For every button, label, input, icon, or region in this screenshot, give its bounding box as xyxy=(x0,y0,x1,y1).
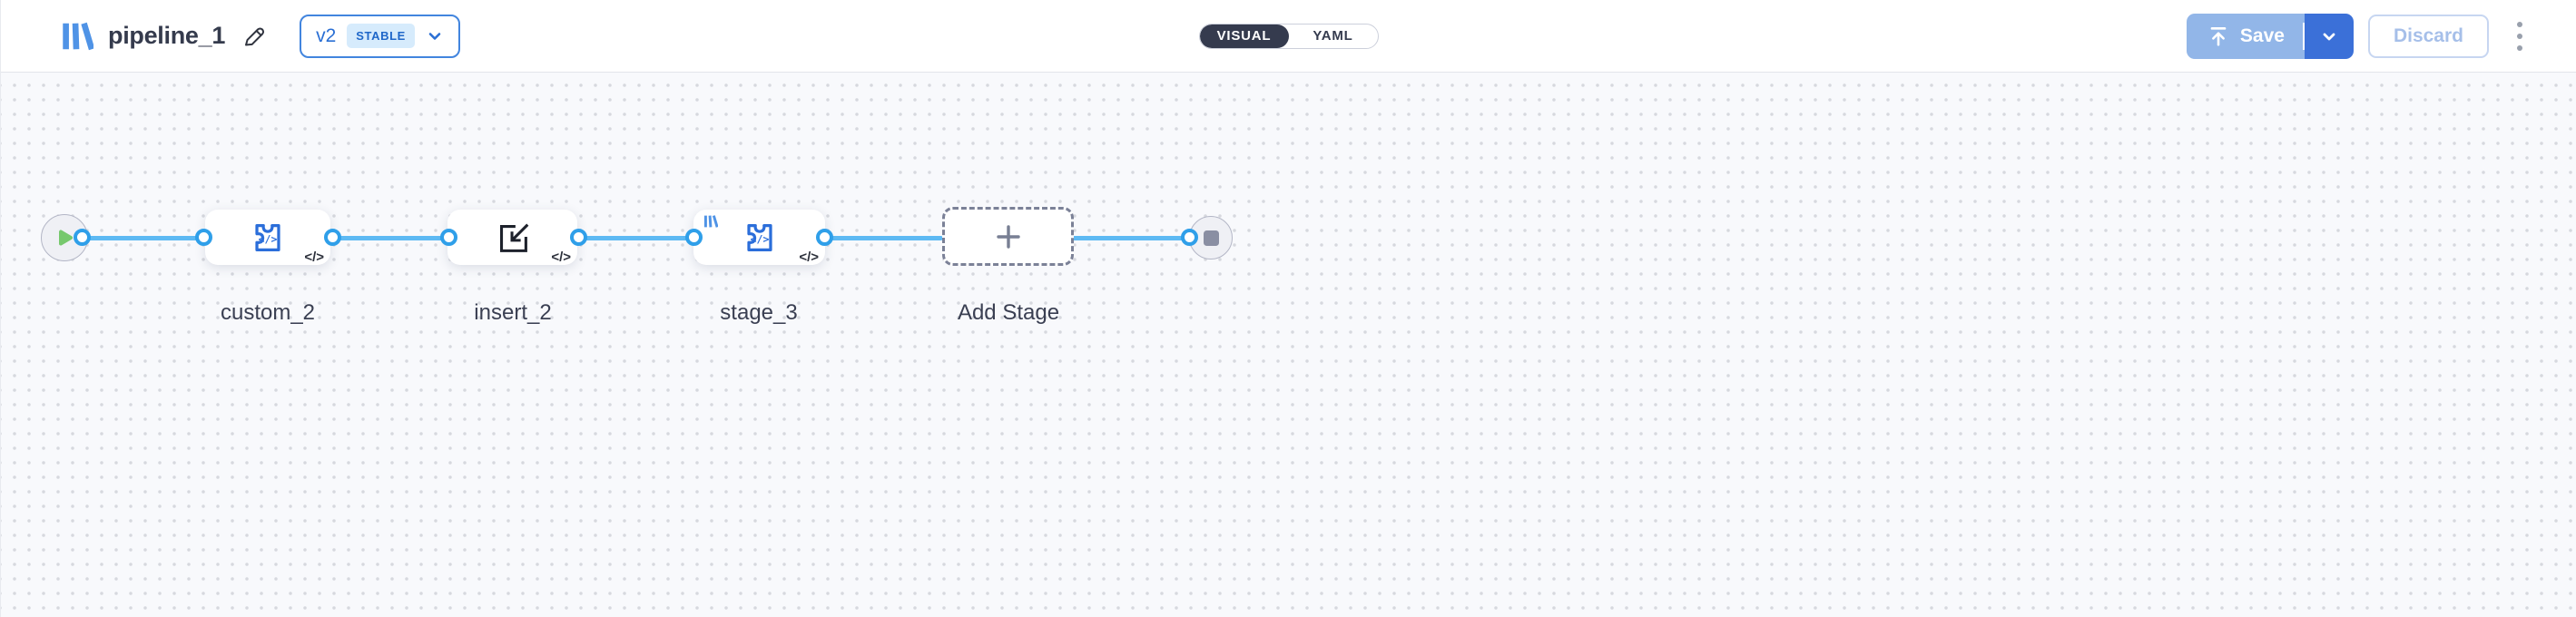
port-handle[interactable] xyxy=(74,229,91,246)
view-mode-toggle: VISUAL YAML xyxy=(1198,23,1379,49)
app-logo[interactable] xyxy=(59,19,93,54)
version-label: v2 xyxy=(316,24,337,46)
stage-label: insert_2 xyxy=(474,300,552,325)
pipeline-edge xyxy=(1072,235,1190,240)
header-actions: Save Discard xyxy=(2186,13,2536,59)
tab-yaml[interactable]: YAML xyxy=(1289,24,1378,48)
svg-text:</>: </> xyxy=(259,232,278,245)
chevron-down-icon xyxy=(428,32,441,40)
upload-icon xyxy=(2210,26,2227,46)
stage-label: Add Stage xyxy=(957,300,1060,325)
add-stage-button[interactable] xyxy=(942,207,1074,266)
pipeline-edge xyxy=(82,235,203,240)
discard-button[interactable]: Discard xyxy=(2367,14,2489,58)
port-handle[interactable] xyxy=(324,229,341,246)
more-options-button[interactable] xyxy=(2503,15,2536,58)
pipeline-edge xyxy=(332,235,448,240)
stage-label: stage_3 xyxy=(720,300,798,325)
kebab-menu-icon xyxy=(2517,21,2522,51)
chevron-down-icon xyxy=(2323,33,2335,40)
plus-icon xyxy=(996,224,1020,249)
stop-icon xyxy=(1203,230,1219,246)
pipeline-edge xyxy=(578,235,694,240)
port-handle[interactable] xyxy=(1181,229,1198,246)
stage-node-stage3[interactable]: </> </> xyxy=(693,210,825,265)
pipeline-canvas[interactable]: </> </> </> xyxy=(1,73,2576,617)
port-handle[interactable] xyxy=(440,229,457,246)
stage-node-custom[interactable]: </> </> xyxy=(205,210,330,265)
pencil-icon xyxy=(245,26,265,45)
port-handle[interactable] xyxy=(195,229,212,246)
puzzle-code-icon: </> xyxy=(255,223,280,251)
logo-bars-icon xyxy=(63,22,93,50)
play-icon xyxy=(59,230,73,246)
page-title: pipeline_1 xyxy=(108,22,226,49)
port-handle[interactable] xyxy=(685,229,703,246)
save-button-label: Save xyxy=(2239,24,2285,46)
logo-bars-icon xyxy=(703,213,718,230)
port-handle[interactable] xyxy=(570,229,587,246)
import-icon xyxy=(499,223,528,252)
status-badge: STABLE xyxy=(347,24,415,48)
stage-node-insert[interactable]: </> xyxy=(447,210,577,265)
save-options-button[interactable] xyxy=(2304,13,2354,59)
header: pipeline_1 v2 STABLE VISUAL YAML xyxy=(1,0,2576,73)
tab-visual[interactable]: VISUAL xyxy=(1199,24,1289,48)
code-glyph: </> xyxy=(799,250,819,265)
version-selector[interactable]: v2 STABLE xyxy=(300,14,460,58)
save-split-button: Save xyxy=(2186,13,2354,59)
code-glyph: </> xyxy=(304,250,324,265)
save-button[interactable]: Save xyxy=(2186,13,2306,59)
puzzle-code-icon: </> xyxy=(746,223,772,251)
stage-label: custom_2 xyxy=(220,300,316,325)
port-handle[interactable] xyxy=(816,229,833,246)
svg-text:</>: </> xyxy=(750,232,769,245)
edit-title-button[interactable] xyxy=(240,23,267,50)
code-glyph: </> xyxy=(551,250,571,265)
pipeline-edge xyxy=(825,235,943,240)
